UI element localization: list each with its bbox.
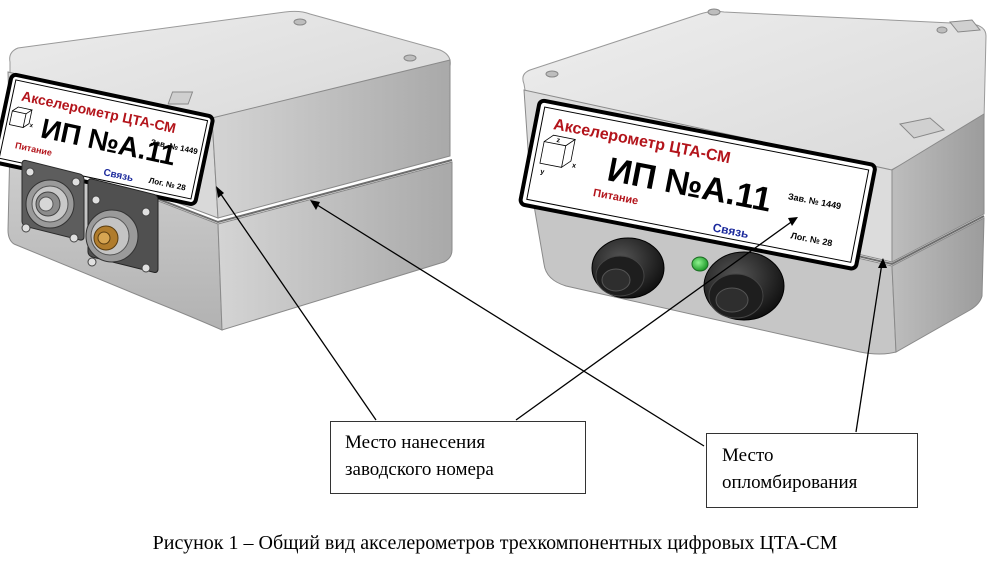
callout-line: Место: [722, 445, 774, 466]
callout-line: заводского номера: [345, 459, 494, 480]
svg-text:x: x: [571, 162, 576, 170]
callout-serial-number-place: Место нанесения заводского номера: [330, 421, 586, 494]
svg-text:y: y: [540, 168, 545, 176]
cable-gland-left: [591, 237, 665, 299]
comm-connector: [85, 178, 159, 274]
nameplate-comm: Связь: [712, 220, 750, 241]
figure-caption: Рисунок 1 – Общий вид акселерометров тре…: [152, 532, 838, 554]
accelerometer-right: Акселерометр ЦТА-СМ ИП №А.11 Зав. № 1449…: [518, 8, 987, 355]
svg-text:z: z: [556, 137, 561, 145]
cable-gland-right: [703, 251, 785, 321]
svg-text:x: x: [29, 123, 34, 130]
callout-arrows: [217, 189, 883, 447]
callout-line: Место нанесения: [345, 432, 486, 453]
arrowhead: [788, 217, 798, 226]
status-led: [691, 256, 709, 272]
housing-side-lower: [217, 161, 453, 331]
callout-line: опломбирования: [722, 472, 858, 493]
housing-side-upper: [211, 59, 451, 219]
arrowhead: [878, 258, 887, 268]
power-connector: [21, 159, 85, 243]
axis-cube-icon: [8, 106, 33, 128]
nameplate: [518, 98, 877, 271]
callout-seal-place: Место опломбирования: [706, 433, 918, 508]
housing-side-upper: [891, 113, 985, 263]
axis-cube-icon: [539, 134, 577, 168]
accelerometer-left: Акселерометр ЦТА-СМ ИП №А.11 Зав. № 1449…: [0, 10, 453, 331]
housing-side-lower: [891, 217, 985, 353]
arrowhead: [216, 186, 224, 198]
arrowhead: [310, 200, 320, 210]
